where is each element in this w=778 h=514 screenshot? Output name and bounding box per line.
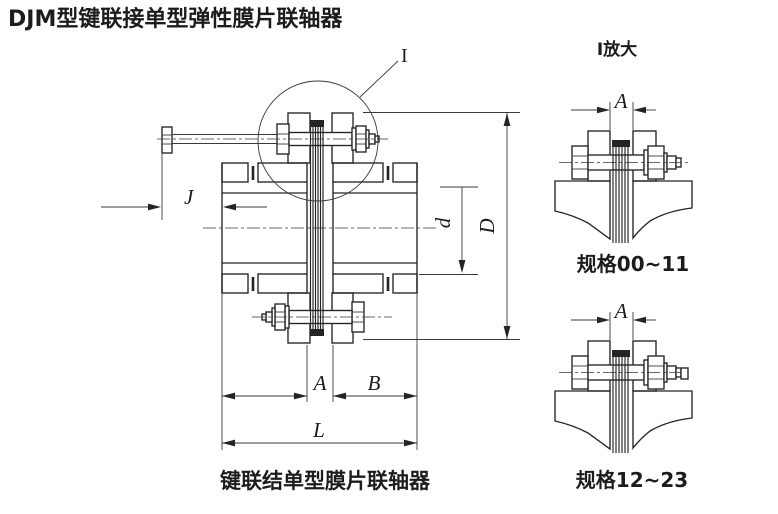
detail-view-spec-00-11: A 规格00~11: [554, 89, 693, 276]
main-view: J: [101, 45, 520, 493]
a-dimension-label: A: [312, 371, 327, 395]
a-b-dimension-chain: A B: [221, 293, 418, 450]
detail-leader-line: [359, 60, 399, 98]
detail-panel: I放大 A 规格00~11 A 规格12~23: [554, 39, 693, 492]
membrane-pack: [309, 120, 324, 336]
b-dimension-label: B: [368, 371, 381, 395]
detail1-a-label: A: [613, 89, 628, 113]
top-bolt-assembly: [157, 112, 388, 164]
D-dimension: D: [363, 112, 520, 340]
page-title: DJM型键联接单型弹性膜片联轴器: [8, 6, 343, 32]
flange-bottom-left-band: [221, 273, 249, 294]
main-view-caption: 键联结单型膜片联轴器: [220, 469, 431, 493]
detail2-extra-tip: [680, 367, 689, 380]
bottom-bolt-assembly: [252, 292, 392, 344]
flange-bottom-right-band: [392, 273, 418, 294]
detail2-a-label: A: [613, 299, 628, 323]
detail2-caption: 规格12~23: [576, 468, 688, 492]
j-dimension-label: J: [184, 185, 195, 209]
detail-circle: I: [257, 45, 408, 202]
flange-top-right-band: [392, 162, 418, 183]
l-dimension: L: [222, 418, 417, 447]
detail-marker-label: I: [401, 45, 408, 67]
detail-view-spec-12-23: A 规格12~23: [554, 299, 693, 492]
coupling-body: [203, 162, 436, 294]
d-dimension: d: [419, 186, 478, 275]
flange-top-left-band: [221, 162, 249, 183]
D-dimension-label: D: [475, 218, 499, 234]
detail-panel-heading: I放大: [597, 39, 637, 60]
j-dimension: J: [101, 152, 267, 220]
d-dimension-label: d: [431, 217, 455, 228]
l-dimension-label: L: [312, 418, 325, 442]
detail1-caption: 规格00~11: [577, 252, 689, 276]
withdrawn-bolt: [161, 126, 277, 154]
